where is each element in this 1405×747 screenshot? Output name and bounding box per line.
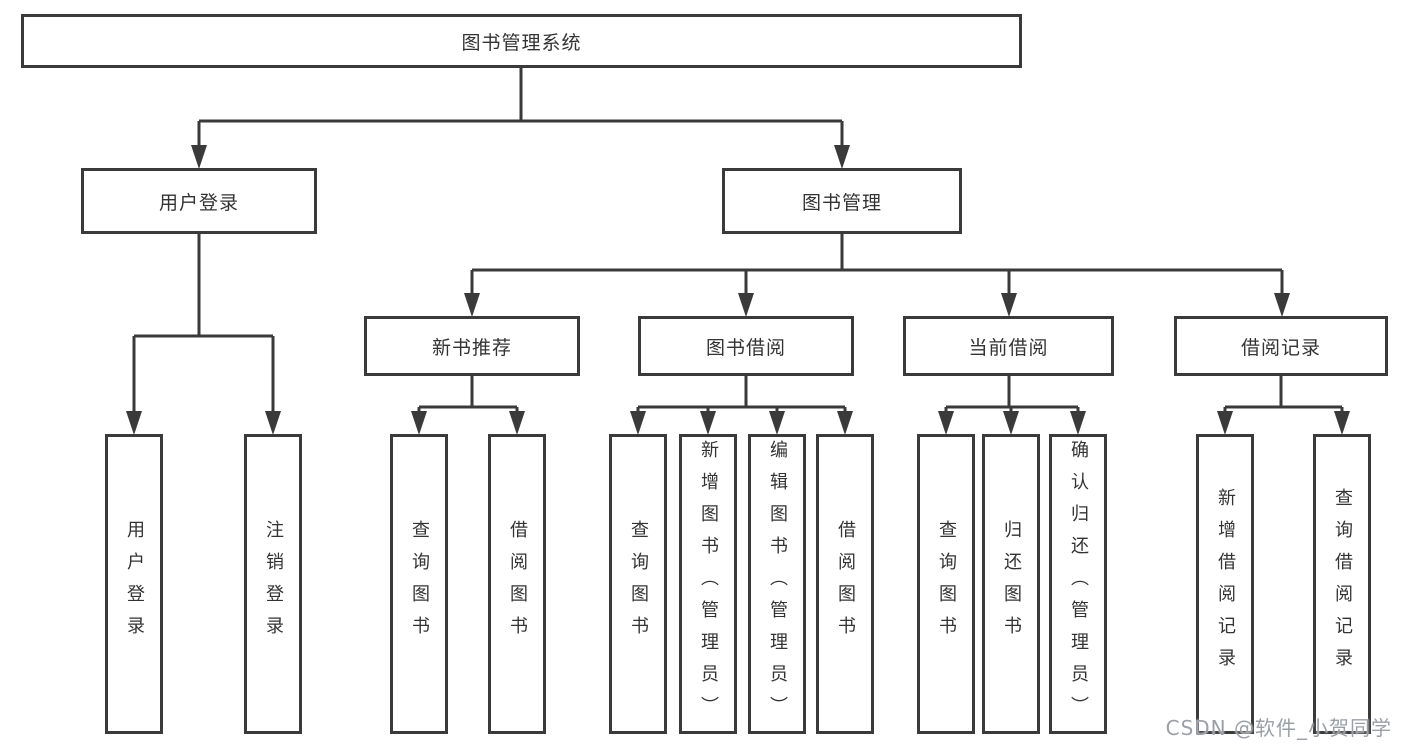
node-library-management-system: 图书管理系统 xyxy=(21,14,1022,68)
node-user-login: 用户登录 xyxy=(81,168,317,234)
leaf-borrow-books: 借阅图书 xyxy=(488,434,546,734)
node-book-borrowing: 图书借阅 xyxy=(638,316,854,376)
node-label: 新增图书（管理员） xyxy=(698,440,719,728)
node-label: 借阅记录 xyxy=(1240,336,1321,359)
node-label: 借阅图书 xyxy=(507,520,528,648)
node-new-book-recommend: 新书推荐 xyxy=(364,316,580,376)
leaf-add-borrow-record: 新增借阅记录 xyxy=(1196,434,1254,734)
node-label: 用户登录 xyxy=(158,191,239,214)
node-label: 编辑图书（管理员） xyxy=(767,440,788,728)
node-label: 用户登录 xyxy=(124,520,145,648)
leaf-query-books-2: 查询图书 xyxy=(609,434,667,734)
node-label: 图书管理系统 xyxy=(461,31,582,54)
leaf-borrow-books-2: 借阅图书 xyxy=(816,434,874,734)
node-label: 查询图书 xyxy=(628,520,649,648)
leaf-user-login: 用户登录 xyxy=(105,434,163,734)
node-label: 归还图书 xyxy=(1001,520,1022,648)
node-label: 查询借阅记录 xyxy=(1332,488,1353,680)
node-borrow-records: 借阅记录 xyxy=(1174,316,1388,376)
node-current-borrowing: 当前借阅 xyxy=(903,316,1114,376)
node-label: 确认归还（管理员） xyxy=(1068,440,1089,728)
node-label: 查询图书 xyxy=(409,520,430,648)
leaf-query-books-3: 查询图书 xyxy=(917,434,975,734)
node-label: 图书管理 xyxy=(801,191,882,214)
leaf-query-borrow-record: 查询借阅记录 xyxy=(1313,434,1371,734)
leaf-add-book-admin: 新增图书（管理员） xyxy=(679,434,737,734)
node-label: 新增借阅记录 xyxy=(1215,488,1236,680)
leaf-confirm-return-admin: 确认归还（管理员） xyxy=(1049,434,1107,734)
leaf-return-books: 归还图书 xyxy=(982,434,1040,734)
node-label: 新书推荐 xyxy=(431,336,512,359)
node-label: 查询图书 xyxy=(936,520,957,648)
node-book-management: 图书管理 xyxy=(722,168,962,234)
node-label: 注销登录 xyxy=(263,520,284,648)
leaf-logout-login: 注销登录 xyxy=(244,434,302,734)
csdn-watermark: CSDN @软件_小贺同学 xyxy=(1165,716,1392,740)
node-label: 借阅图书 xyxy=(835,520,856,648)
leaf-edit-book-admin: 编辑图书（管理员） xyxy=(748,434,806,734)
node-label: 当前借阅 xyxy=(968,336,1049,359)
leaf-query-books: 查询图书 xyxy=(390,434,448,734)
node-label: 图书借阅 xyxy=(705,336,786,359)
